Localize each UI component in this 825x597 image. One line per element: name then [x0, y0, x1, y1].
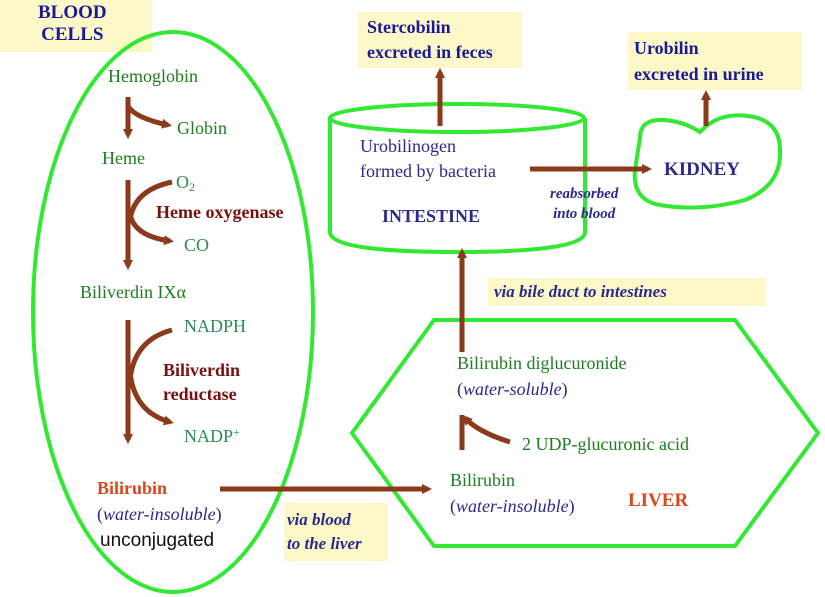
stercobilin-label: Stercobilin excreted in feces [367, 17, 493, 62]
intestine-label: INTESTINE [382, 206, 481, 226]
o2-label: O2 [176, 172, 195, 194]
globin-label: Globin [177, 118, 228, 138]
diglucuronide-label: Bilirubin diglucuronide [457, 353, 627, 373]
kidney-label: KIDNEY [664, 159, 741, 180]
unconjugated-label: unconjugated [100, 530, 215, 551]
urobilin-label: Urobilin excreted in urine [634, 38, 764, 84]
urobilinogen-label: Urobilinogen formed by bacteria [360, 136, 496, 181]
arrow-udp [462, 415, 511, 445]
water-insoluble-left-label: (water-insoluble) [97, 504, 222, 524]
bile-duct-label: via bile duct to intestines [494, 282, 667, 301]
udp-label: 2 UDP-glucuronic acid [522, 434, 689, 454]
nadph-label: NADPH [184, 316, 247, 336]
heme-label: Heme [102, 148, 145, 168]
blood-cells-box [0, 0, 152, 52]
stercobilin-box [358, 12, 522, 68]
liver-label: LIVER [628, 490, 689, 511]
hemoglobin-label: Hemoglobin [108, 66, 198, 86]
blood-cell-ellipse [31, 30, 315, 594]
biliverdin-reductase-label: Biliverdin reductase [163, 360, 241, 404]
water-insoluble-liver-label: (water-insoluble) [450, 496, 575, 516]
biliverdin-label: Biliverdin IXα [80, 282, 186, 302]
urobilin-box [628, 32, 802, 90]
via-blood-label: via blood to the liver [287, 510, 362, 553]
arrow-globin [125, 104, 172, 129]
bilirubin-liver-label: Bilirubin [450, 470, 516, 490]
intestine-top [328, 102, 586, 134]
co-label: CO [184, 235, 210, 255]
liver-hexagon [349, 318, 821, 548]
nadp-label: NADP+ [184, 425, 240, 446]
arrow-nadp-out [127, 371, 174, 426]
reabsorbed-label: reabsorbed into blood [550, 186, 619, 222]
arrow-co-out [127, 213, 174, 246]
via-blood-box [284, 503, 388, 561]
blood-cells-label: BLOOD CELLS [38, 2, 107, 45]
water-soluble-label: (water-soluble) [457, 379, 568, 399]
kidney-shape [632, 113, 783, 210]
heme-oxygenase-label: Heme oxygenase [156, 202, 284, 222]
bilirubin-left-label: Bilirubin [97, 478, 168, 498]
bile-duct-box [488, 278, 766, 306]
